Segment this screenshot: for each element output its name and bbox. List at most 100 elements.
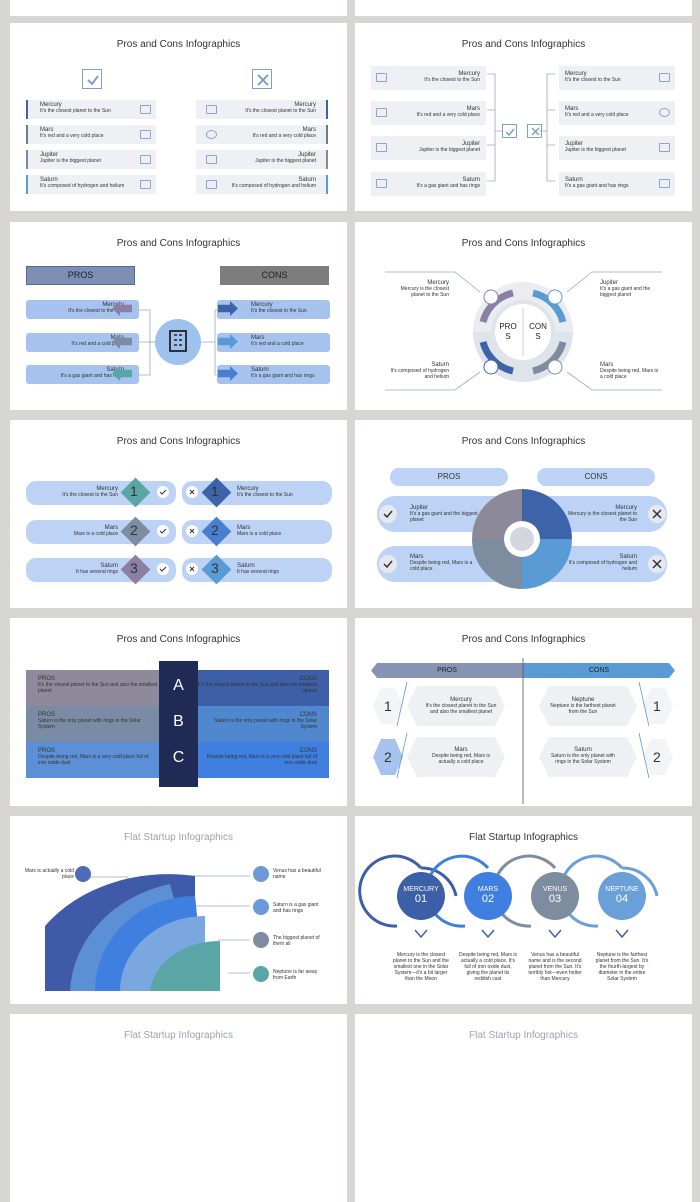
slide-title: Flat Startup Infographics [469, 1030, 578, 1041]
bar-chart-icon [659, 143, 670, 152]
number-badge: 2 [130, 522, 138, 538]
arrow-left-icon [112, 334, 132, 349]
number-badge: 2 [211, 522, 219, 538]
cons-header: CONS [220, 266, 329, 285]
cross-icon [527, 124, 542, 138]
slide-title: Pros and Cons Infographics [461, 238, 586, 249]
number-badge: 1 [130, 483, 138, 499]
building-icon [169, 330, 187, 352]
cons-header: CONS [537, 468, 655, 486]
slide-6: Pros and Cons Infographics PROS CONS Jup… [355, 420, 692, 608]
number-badge: 1 [211, 483, 219, 499]
arrow-right-icon [218, 366, 238, 381]
circle-timeline [358, 854, 659, 939]
calendar-icon [206, 105, 217, 114]
building-circle [155, 319, 201, 365]
number-badge: 3 [211, 560, 219, 576]
briefcase-icon [140, 130, 151, 139]
arrow-right-icon [218, 301, 238, 316]
slide-12: Flat Startup Infographics [355, 1014, 692, 1202]
cons-label: CON S [529, 322, 547, 341]
slide-3: Pros and Cons Infographics PROS CONS Mer… [10, 222, 347, 410]
bar-chart-icon [206, 155, 217, 164]
number-badge: 3 [130, 560, 138, 576]
slide-title: Pros and Cons Infographics [461, 39, 586, 50]
envelope-icon [140, 180, 151, 189]
slide-title: Pros and Cons Infographics [116, 634, 241, 645]
slide-4: Pros and Cons Infographics PRO S CON S M… [355, 222, 692, 410]
calendar-icon [659, 73, 670, 82]
letter-c: C [172, 749, 185, 766]
mars-note: Mars is actually a cold place [24, 868, 74, 880]
arrow-left-icon [112, 301, 132, 316]
connector-lines [487, 73, 555, 182]
info-icon [659, 108, 670, 117]
desc-venus: Venus has a beautiful name and is the se… [528, 952, 582, 982]
arrow-right-icon [218, 334, 238, 349]
slide-title: Pros and Cons Infographics [461, 436, 586, 447]
item-jupiter: The biggest planet of them all [273, 935, 320, 947]
briefcase-icon [376, 108, 387, 117]
number-badge: 1 [653, 698, 661, 714]
slide-title: Pros and Cons Infographics [116, 238, 241, 249]
check-icon [502, 124, 517, 138]
presentation-icon [376, 143, 387, 152]
check-icon [82, 69, 102, 89]
fan-diagram [45, 866, 269, 991]
item-saturn: Saturn is a gas giant and has rings [273, 902, 319, 914]
slide-11: Flat Startup Infographics [10, 1014, 347, 1202]
cons-header: CONS [523, 663, 675, 678]
number-badge: 2 [384, 749, 392, 765]
letter-a: A [173, 677, 184, 694]
pie-diagram [379, 489, 666, 589]
arrow-left-icon [112, 366, 132, 381]
slide-top-left [10, 0, 347, 16]
mail-icon [659, 179, 670, 188]
slide-8: Pros and Cons Infographics PROS CONS 1 2… [355, 618, 692, 806]
money-icon [140, 105, 151, 114]
envelope-icon [376, 179, 387, 188]
diamond-markers [120, 477, 232, 585]
letter-column: A B C [159, 661, 198, 787]
slide-title: Flat Startup Infographics [124, 832, 233, 843]
desc-mercury: Mercury is the closest planet to the Sun… [393, 952, 449, 982]
slide-top-right [355, 0, 692, 16]
slide-title: Flat Startup Infographics [124, 1030, 233, 1041]
pros-header: PROS [26, 266, 135, 285]
hexagon-layout [373, 658, 673, 804]
